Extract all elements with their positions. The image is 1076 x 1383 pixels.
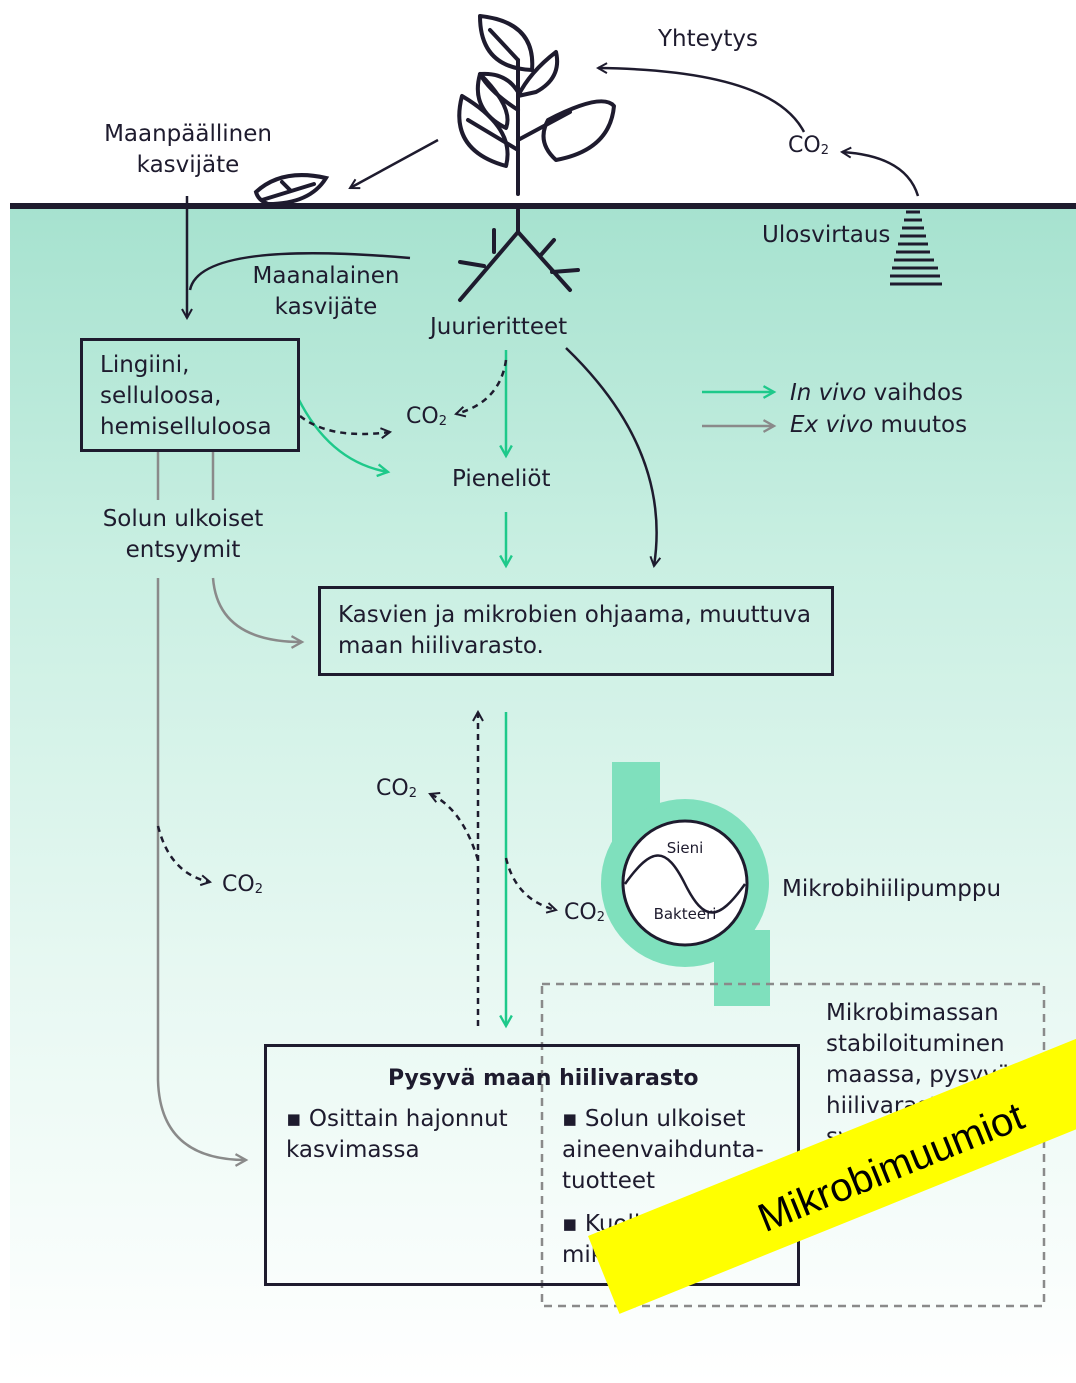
lignin-box [80, 338, 300, 452]
arrow-exudates-co2 [456, 359, 508, 414]
outflow-stack-icon [890, 210, 942, 286]
fungi-label: Sieni [666, 839, 704, 857]
leaf-litter-icon [253, 173, 330, 207]
arrow-enzyme-to-pool [211, 577, 302, 642]
arrow-enzyme-to-stable [156, 578, 246, 1160]
root-exudates-label: Juurieritteet [430, 314, 568, 340]
outflow-label: Ulosvirtaus [762, 222, 891, 248]
arrow-pump-co2 [504, 857, 556, 910]
arrow-co2-to-plant [598, 68, 806, 133]
microbial-carbon-pump-label: Mikrobihiilipumppu [782, 876, 1002, 902]
bacteria-label: Bakteeri [653, 905, 717, 923]
photosynthesis-label: Yhteytys [658, 26, 759, 52]
microbes-label: Pieneliöt [452, 466, 551, 492]
co2-label-top: CO2 [788, 133, 829, 158]
arrow-root-litter-curve [188, 252, 411, 291]
legend-ex-vivo: Ex vivo muutos [790, 412, 968, 438]
plant-icon [457, 14, 616, 196]
stable-pool-title: Pysyvä maan hiilivarasto [388, 1066, 699, 1091]
stabilization-region [540, 982, 1046, 1308]
arrow-outflow-to-co2 [842, 152, 920, 197]
co2-label-low: CO2 [222, 872, 263, 897]
arrow-left-co2 [430, 794, 480, 861]
co2-label-right: CO2 [564, 900, 605, 925]
microbial-pump-icon [601, 762, 770, 1006]
arrow-lignin-co2 [299, 415, 390, 434]
co2-label-left: CO2 [376, 776, 417, 801]
co2-label-mid: CO2 [406, 404, 447, 429]
roots-icon [458, 208, 580, 302]
arrow-exudates-to-pool [565, 347, 657, 566]
arrow-enzyme-co2 [156, 825, 210, 882]
legend-in-vivo: In vivo vaihdos [790, 380, 963, 406]
arrow-plant-to-litter [350, 138, 439, 190]
arrow-lignin-to-microbes [296, 397, 388, 472]
variable-carbon-pool-box [318, 586, 834, 676]
lignin-box-text: Lingiini, selluloosa, hemiselluloosa [100, 352, 272, 440]
